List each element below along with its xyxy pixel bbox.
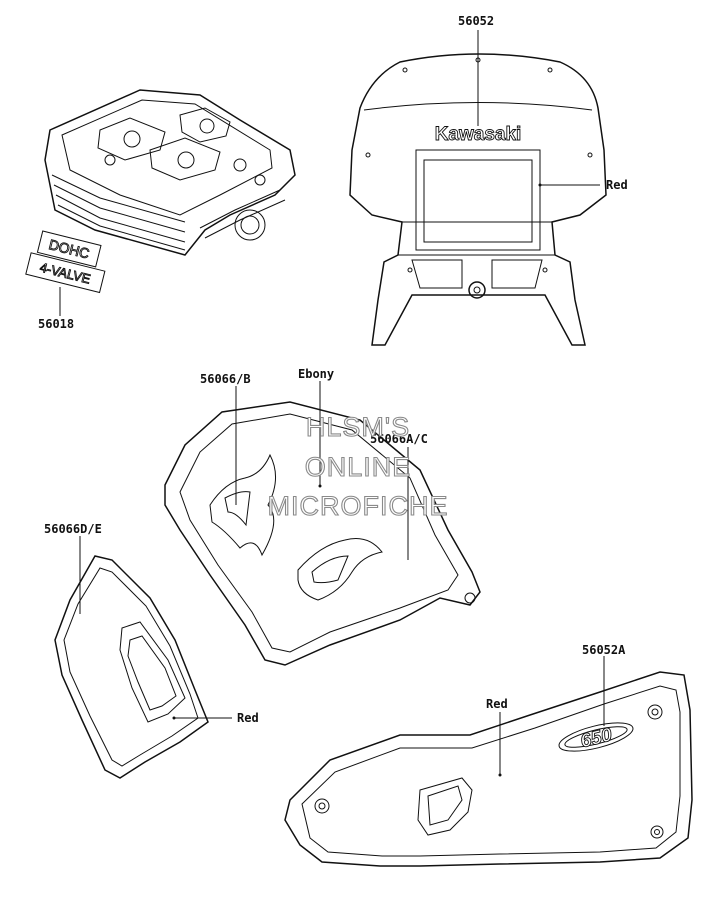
part-label-56052: 56052 [458,14,494,28]
color-label-red-cover: Red [486,697,508,711]
dohc-decal: DOHC 4-VALVE [25,230,106,294]
color-label-ebony: Ebony [298,367,334,381]
side-cover-drawing [284,671,693,867]
part-label-56052a: 56052A [582,643,626,657]
side-panel-drawing [54,555,209,779]
dohc-text: DOHC [47,236,91,262]
part-label-56066ac: 56066A/C [370,432,428,446]
color-label-red-side: Red [237,711,259,725]
kawasaki-logo: Kawasaki [435,124,522,145]
part-label-56066b: 56066/B [200,372,251,386]
watermark-line3: MICROFICHE [268,491,449,521]
color-label-red-fairing: Red [606,178,628,192]
cylinder-head-drawing [44,89,296,256]
watermark: HLSM'S ONLINE MICROFICHE [267,411,449,521]
part-label-56018: 56018 [38,317,74,331]
watermark-line2: ONLINE [305,452,412,482]
part-label-56066de: 56066D/E [44,522,102,536]
watermark-line1: HLSM'S [306,412,410,442]
fuel-tank-drawing [164,401,481,666]
